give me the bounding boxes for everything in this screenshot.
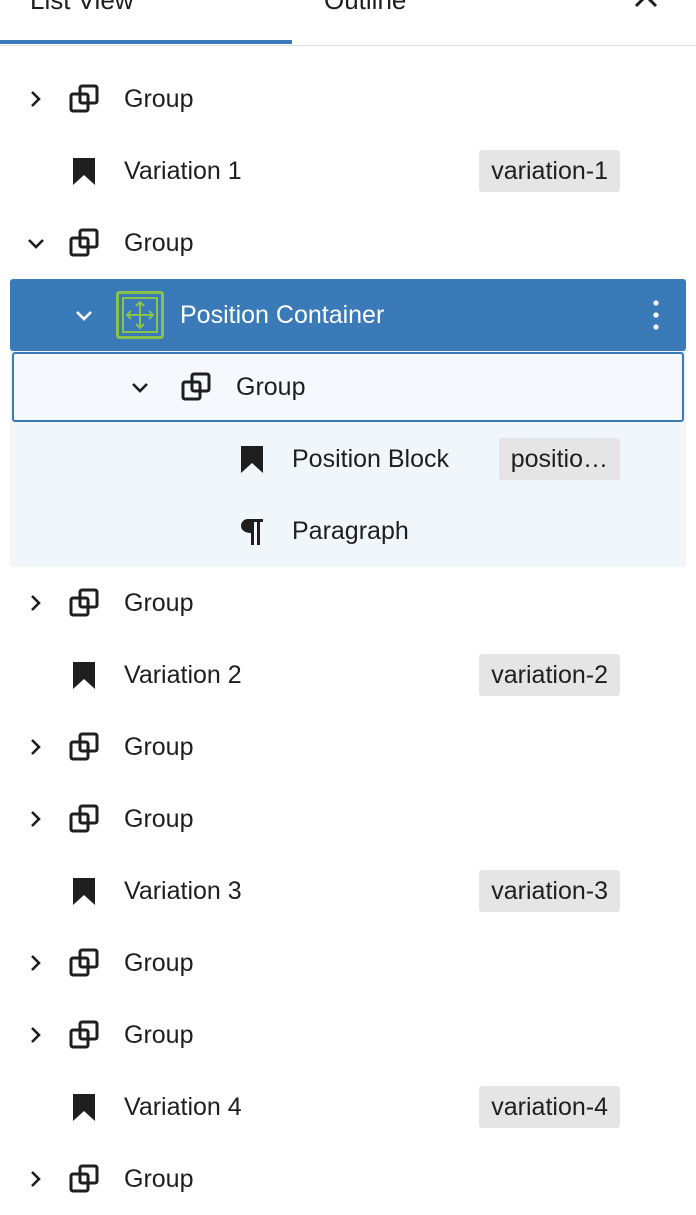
variation-badge: positio… bbox=[498, 438, 620, 480]
list-view-row-label: Group bbox=[124, 805, 194, 833]
more-vertical-icon bbox=[653, 300, 659, 330]
close-icon bbox=[634, 0, 658, 8]
more-options-button[interactable] bbox=[644, 297, 668, 333]
list-view-row-group[interactable]: Group bbox=[0, 351, 696, 423]
close-button[interactable] bbox=[626, 0, 666, 16]
paragraph-icon bbox=[234, 513, 270, 549]
active-tab-indicator bbox=[0, 40, 292, 44]
list-view-row-label: Variation 2 bbox=[124, 661, 242, 689]
list-view-row-variation[interactable]: Variation 2 variation-2 bbox=[0, 639, 696, 711]
list-view-row-group[interactable]: Group bbox=[0, 783, 696, 855]
bookmark-icon bbox=[66, 657, 102, 693]
list-view-row-label: Group bbox=[124, 1165, 194, 1193]
variation-badge: variation-1 bbox=[479, 150, 620, 192]
chevron-right-icon[interactable] bbox=[24, 87, 48, 111]
chevron-right-icon[interactable] bbox=[24, 735, 48, 759]
group-icon bbox=[66, 225, 102, 261]
variation-badge: variation-3 bbox=[479, 870, 620, 912]
chevron-right-icon[interactable] bbox=[24, 1023, 48, 1047]
list-view-row-label: Group bbox=[236, 373, 306, 401]
tab-list-view[interactable]: List View bbox=[30, 0, 134, 15]
group-icon bbox=[66, 81, 102, 117]
list-view-row-group[interactable]: Group bbox=[0, 711, 696, 783]
group-icon bbox=[66, 1017, 102, 1053]
list-view-row-group[interactable]: Group bbox=[0, 567, 696, 639]
chevron-right-icon[interactable] bbox=[24, 1167, 48, 1191]
chevron-down-icon[interactable] bbox=[128, 375, 152, 399]
chevron-right-icon[interactable] bbox=[24, 591, 48, 615]
list-view-row-label: Variation 1 bbox=[124, 157, 242, 185]
list-view-row-variation[interactable]: Variation 1 variation-1 bbox=[0, 135, 696, 207]
variation-badge: variation-4 bbox=[479, 1086, 620, 1128]
tab-outline[interactable]: Outline bbox=[324, 0, 407, 15]
list-view-row-label: Position Container bbox=[180, 301, 385, 329]
bookmark-icon bbox=[234, 441, 270, 477]
list-view-row-label: Group bbox=[124, 949, 194, 977]
group-icon bbox=[66, 1161, 102, 1197]
list-view-row-label: Group bbox=[124, 229, 194, 257]
chevron-down-icon[interactable] bbox=[72, 303, 96, 327]
list-view-row-position-container[interactable]: Position Container bbox=[0, 279, 696, 351]
chevron-down-icon[interactable] bbox=[24, 231, 48, 255]
list-view-row-variation[interactable]: Variation 4 variation-4 bbox=[0, 1071, 696, 1143]
list-view-row-label: Variation 4 bbox=[124, 1093, 242, 1121]
group-icon bbox=[66, 801, 102, 837]
bookmark-icon bbox=[66, 1089, 102, 1125]
bookmark-icon bbox=[66, 873, 102, 909]
list-view-row-variation[interactable]: Variation 3 variation-3 bbox=[0, 855, 696, 927]
list-view-row-label: Position Block bbox=[292, 445, 450, 473]
list-view-row-label: Variation 3 bbox=[124, 877, 242, 905]
list-view-row-group[interactable]: Group bbox=[0, 1143, 696, 1215]
chevron-right-icon[interactable] bbox=[24, 807, 48, 831]
list-view-row-label: Paragraph bbox=[292, 517, 409, 545]
group-icon bbox=[66, 585, 102, 621]
list-view-row-group[interactable]: Group bbox=[0, 927, 696, 999]
list-view-row-label: Group bbox=[124, 1021, 194, 1049]
group-icon bbox=[178, 369, 214, 405]
list-view-row-variation[interactable]: Position Block positio… bbox=[0, 423, 696, 495]
chevron-right-icon[interactable] bbox=[24, 951, 48, 975]
variation-badge: variation-2 bbox=[479, 654, 620, 696]
focused-row-outline bbox=[12, 352, 684, 422]
list-view-row-group[interactable]: Group bbox=[0, 999, 696, 1071]
list-view-row-label: Group bbox=[124, 589, 194, 617]
list-view-row-group[interactable]: Group bbox=[0, 63, 696, 135]
list-view-row-paragraph[interactable]: Paragraph bbox=[0, 495, 696, 567]
list-view-row-group[interactable]: Group bbox=[0, 207, 696, 279]
position-container-icon bbox=[116, 291, 164, 339]
list-view-row-label: Group bbox=[124, 85, 194, 113]
sidebar-tabs: List View Outline bbox=[0, 0, 696, 46]
list-view-row-label: Group bbox=[124, 733, 194, 761]
group-icon bbox=[66, 729, 102, 765]
bookmark-icon bbox=[66, 153, 102, 189]
group-icon bbox=[66, 945, 102, 981]
